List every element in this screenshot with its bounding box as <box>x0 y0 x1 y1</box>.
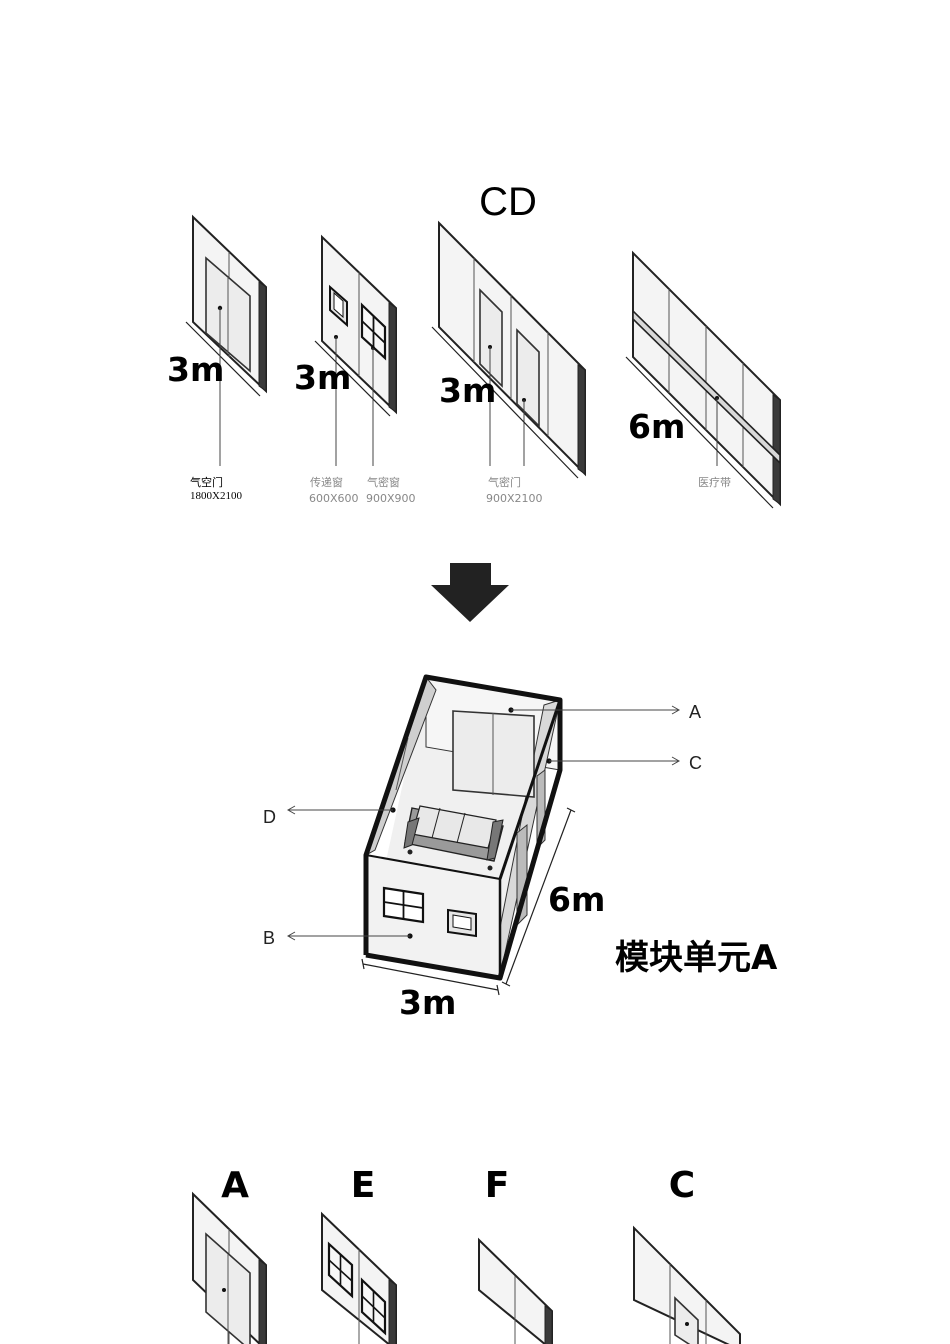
panel-letter-e: E <box>351 1165 376 1206</box>
panel-caption-name: 气空门 <box>190 475 223 489</box>
section-title: CD <box>479 180 537 224</box>
module-width-label: 3m <box>399 983 456 1022</box>
bottom-panel-f <box>478 1237 553 1344</box>
panel-caption-size: 900X2100 <box>486 492 543 505</box>
module-unit-a: A C D B 3m 6m <box>263 674 702 1022</box>
panel-caption-size: 600X600 <box>309 492 359 505</box>
ref-label-a: A <box>689 702 701 722</box>
panel-dimension: 3m <box>167 350 224 389</box>
module-title: 模块单元A <box>615 938 778 978</box>
ref-label-b: B <box>263 928 275 948</box>
module-length-label: 6m <box>548 880 605 919</box>
ref-label-d: D <box>263 807 276 827</box>
panel-dimension: 6m <box>628 407 685 446</box>
panel-caption-name: 医疗带 <box>698 475 731 489</box>
bottom-panel-c <box>633 1225 741 1344</box>
ref-label-c: C <box>689 753 702 773</box>
panel-caption-name: 传递窗 <box>310 475 343 489</box>
bottom-panel-a <box>192 1191 267 1344</box>
panel-windows: 3m 传递窗 600X600 气密窗 900X900 <box>294 234 416 505</box>
panel-caption-name: 气密窗 <box>367 475 400 489</box>
panel-airtight-doors: 3m 气密门 900X2100 <box>431 220 586 505</box>
down-arrow-icon <box>431 563 509 622</box>
panel-letter-f: F <box>485 1165 510 1206</box>
bottom-panel-e <box>321 1211 397 1344</box>
panel-medical-band: 6m 医疗带 <box>625 250 781 509</box>
panel-letter-a: A <box>221 1165 249 1206</box>
panel-caption-name: 气密门 <box>488 475 521 489</box>
panel-dimension: 3m <box>439 371 496 410</box>
panel-dimension: 3m <box>294 358 351 397</box>
hospital-bed-icon <box>403 805 504 871</box>
panel-caption-size: 900X900 <box>366 492 416 505</box>
panel-air-door: 3m 气空门 1800X2100 <box>167 214 267 502</box>
panel-letter-c: C <box>669 1165 695 1206</box>
panel-caption-size: 1800X2100 <box>190 490 242 502</box>
